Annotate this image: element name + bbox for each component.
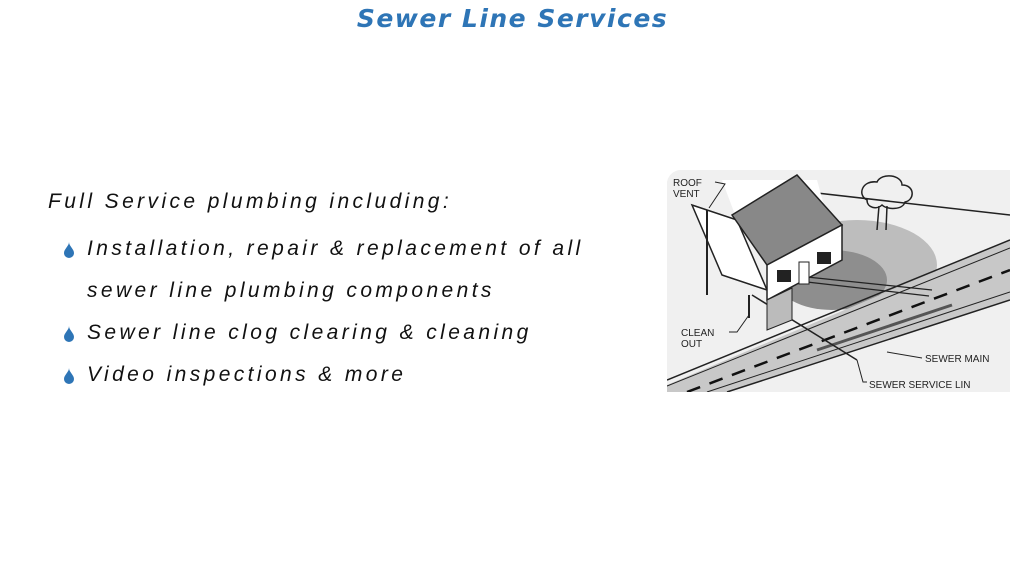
intro-text: Full Service plumbing including: [48,190,453,213]
bullet-text: Sewer line clog clearing & cleaning [87,321,532,344]
services-list: Installation, repair & replacement of al… [48,228,627,396]
list-item: Video inspections & more [48,354,627,396]
list-item: Sewer line clog clearing & cleaning [48,312,627,354]
clean-out-label: CLEAN [681,328,714,339]
water-drop-icon [64,326,74,342]
svg-text:OUT: OUT [681,339,702,350]
sewer-service-line-label: SEWER SERVICE LIN [869,380,971,391]
bullet-text-continued: sewer line plumbing components [87,279,495,302]
list-item: Installation, repair & replacement of al… [48,228,627,312]
bullet-text: Installation, repair & replacement of al… [87,237,584,260]
sewer-line-diagram: ROOF VENT CLEAN OUT SEWER MAIN SEWER SER… [667,170,1010,392]
water-drop-icon [64,368,74,384]
sewer-main-label: SEWER MAIN [925,354,989,365]
slide-title: Sewer Line Services [356,4,669,33]
roof-vent-label: ROOF [673,178,702,189]
service-description: Full Service plumbing including: Install… [48,186,627,396]
bullet-text: Video inspections & more [87,363,407,386]
water-drop-icon [64,242,74,258]
svg-text:VENT: VENT [673,189,700,200]
